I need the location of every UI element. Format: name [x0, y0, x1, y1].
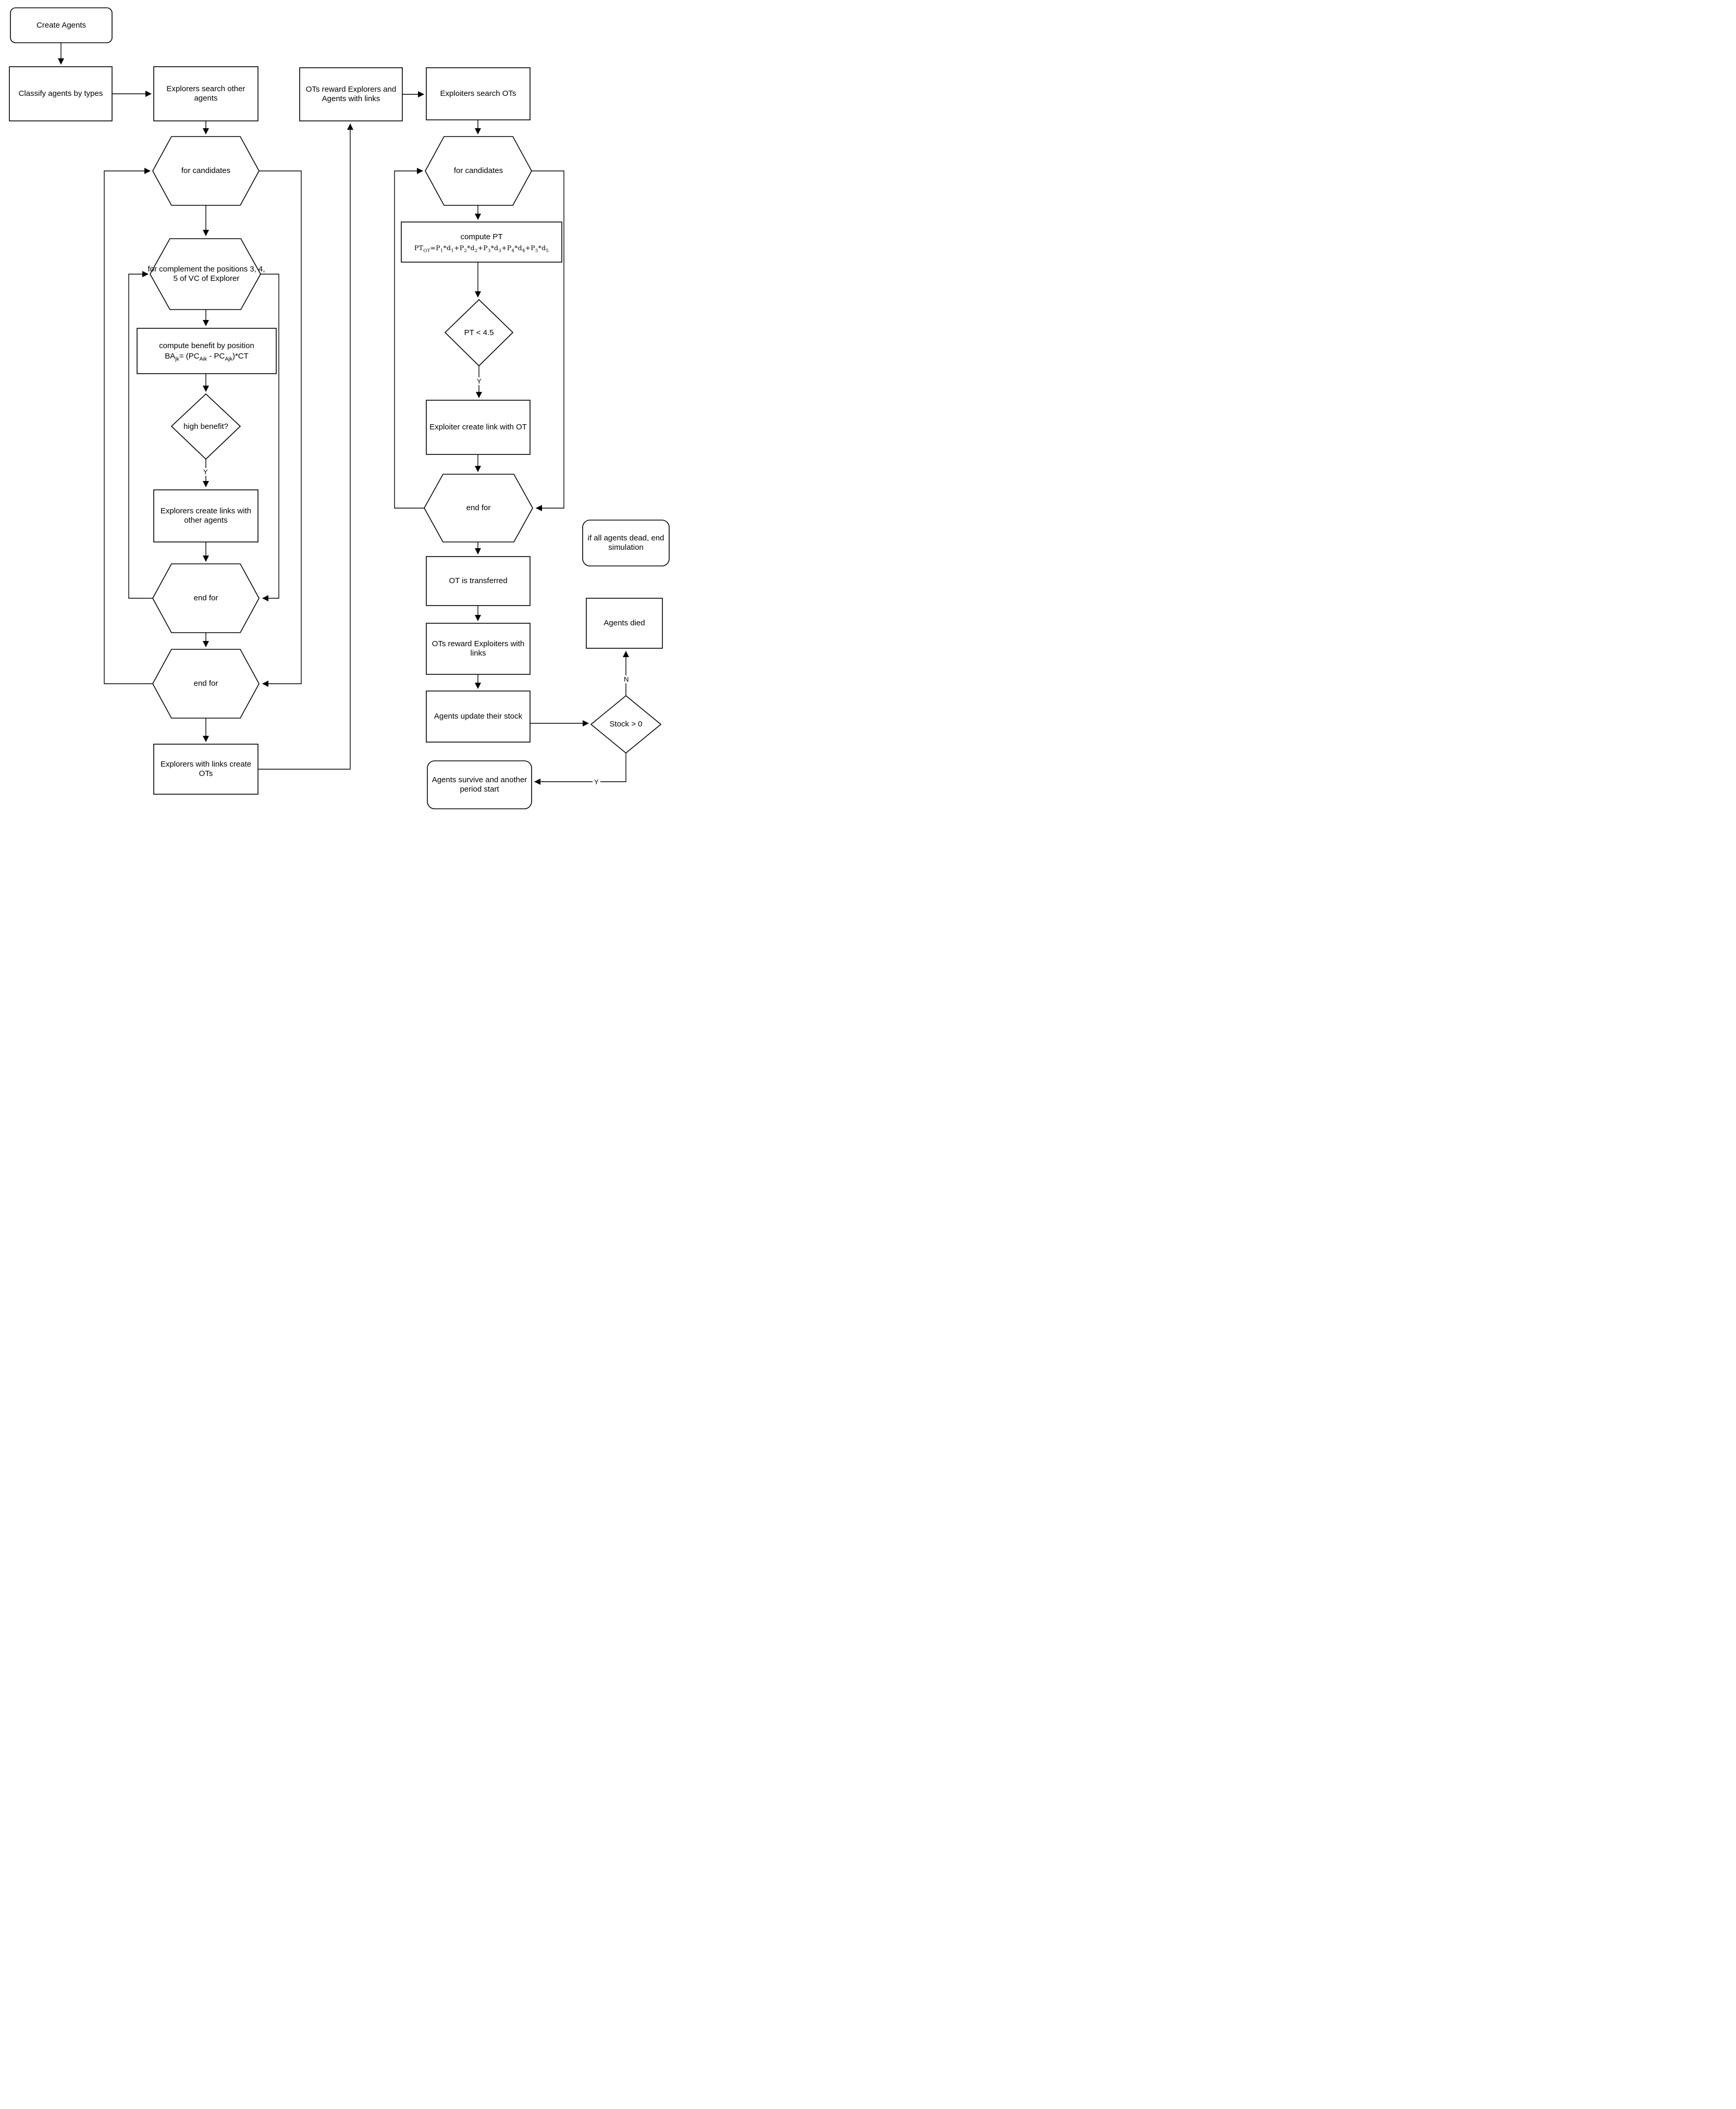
edge-loop-exit-right [532, 170, 564, 511]
compute-pt-box [401, 221, 562, 263]
end-for-inner-left-hexagon [152, 563, 260, 633]
end-for-right-hexagon [424, 474, 533, 542]
explorers-search-box [153, 66, 258, 121]
edge-loop-exit-outer-left [259, 170, 302, 687]
edge-loop-back-right [394, 168, 424, 509]
edge-loop-back-inner-left [128, 271, 153, 599]
agents-update-stock-box [426, 690, 531, 743]
agents-survive-box [427, 760, 532, 809]
exploiter-create-link-box [426, 400, 531, 455]
end-simulation-note-box [582, 520, 670, 566]
for-complement-hexagon [150, 238, 261, 310]
exploiters-search-box [426, 67, 531, 120]
edge-loop-exit-inner-left [261, 274, 279, 601]
edge-explorers-with-links-to-ots-reward-explorers [258, 124, 353, 770]
flowchart-drawing [9, 7, 670, 809]
for-candidates-left-hexagon [152, 136, 260, 206]
agents-died-box [586, 598, 663, 649]
ot-transferred-box [426, 556, 531, 606]
explorers-create-links-box [153, 489, 258, 542]
pt-threshold-diamond [444, 299, 514, 367]
high-benefit-diamond [170, 393, 241, 460]
create-agents-box [10, 7, 113, 43]
flowchart-canvas: Create Agents Classify agents by types E… [0, 0, 675, 820]
stock-check-diamond [590, 695, 662, 754]
ots-reward-exploiters-box [426, 623, 531, 675]
edge-stock-check-yes [534, 753, 626, 785]
classify-agents-box [9, 66, 113, 121]
ots-reward-explorers-box [299, 67, 403, 121]
explorers-with-links-box [153, 744, 258, 795]
end-for-outer-left-hexagon [152, 649, 260, 719]
for-candidates-right-hexagon [425, 136, 532, 206]
edge-loop-back-outer-left [104, 168, 153, 684]
compute-benefit-box [137, 328, 277, 374]
